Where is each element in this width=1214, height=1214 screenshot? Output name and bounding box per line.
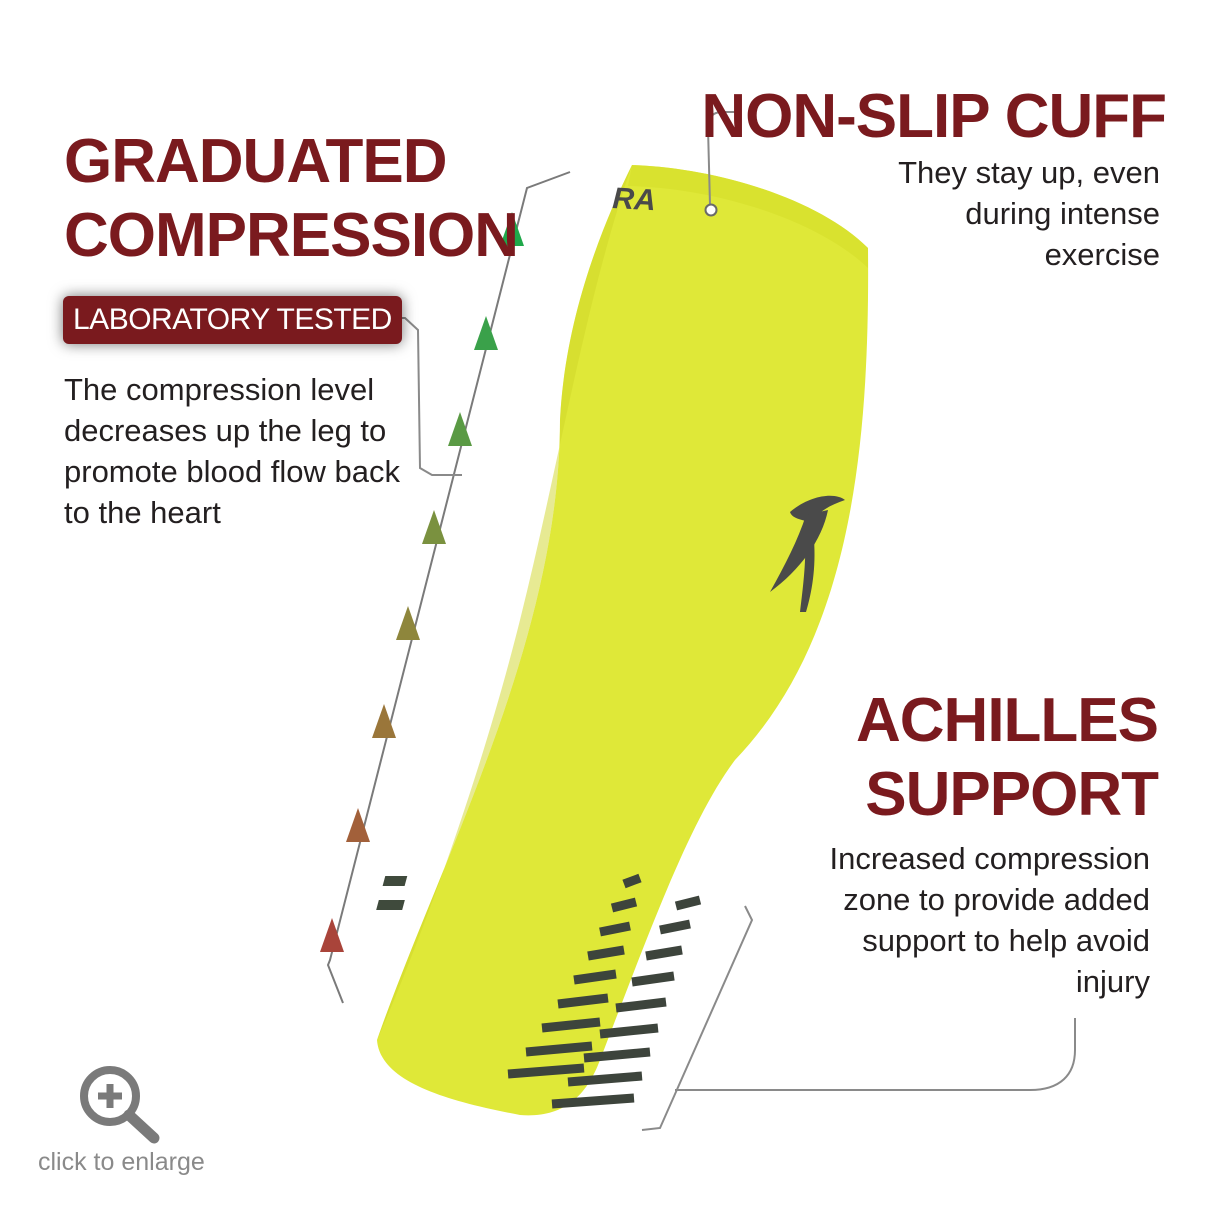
achilles-title-line2: SUPPORT xyxy=(865,760,1159,830)
achilles-title-line1: ACHILLES xyxy=(856,686,1159,755)
sleeve-shading xyxy=(377,165,632,1040)
arrow-5 xyxy=(396,606,420,640)
click-to-enlarge-label: click to enlarge xyxy=(38,1148,205,1176)
achilles-stripes-front xyxy=(376,876,408,910)
non-slip-cuff-description: They stay up, even during intense exerci… xyxy=(898,155,1160,272)
graduated-description: The compression level decreases up the l… xyxy=(64,372,401,530)
sleeve-cuff xyxy=(628,165,868,268)
achilles-stripes xyxy=(507,873,642,1079)
non-slip-cuff-title: NON-SLIP CUFF xyxy=(701,82,1167,151)
arrow-3 xyxy=(448,412,472,446)
graduated-compression-title: GRADUATED COMPRESSION xyxy=(64,125,519,274)
compression-sleeve xyxy=(377,165,869,1116)
zoom-in-icon xyxy=(80,1066,160,1144)
arrow-4 xyxy=(422,510,446,544)
achilles-support-title: ACHILLES SUPPORT xyxy=(856,684,1159,833)
arrow-8 xyxy=(320,918,344,952)
cuff-connector-dot xyxy=(704,203,718,217)
brand-mark: RA xyxy=(612,182,657,217)
arrow-2 xyxy=(474,316,498,350)
achilles-bracket xyxy=(641,905,754,1131)
laboratory-tested-badge: LABORATORY TESTED xyxy=(63,296,402,344)
cuff-connector xyxy=(706,111,740,206)
arrow-7 xyxy=(346,808,370,842)
achilles-support-description: Increased compression zone to provide ad… xyxy=(829,841,1151,999)
graduated-title-line2: COMPRESSION xyxy=(64,201,519,271)
compression-gradient-line xyxy=(326,171,571,1004)
gradient-arrows xyxy=(320,212,524,952)
achilles-stripes-back xyxy=(551,895,702,1109)
arrow-1 xyxy=(500,212,524,246)
achilles-connector xyxy=(675,1018,1076,1091)
click-to-enlarge-button[interactable]: click to enlarge xyxy=(34,1060,224,1190)
graduated-title-line1: GRADUATED xyxy=(64,127,448,196)
runner-logo xyxy=(770,495,845,612)
arrow-6 xyxy=(372,704,396,738)
